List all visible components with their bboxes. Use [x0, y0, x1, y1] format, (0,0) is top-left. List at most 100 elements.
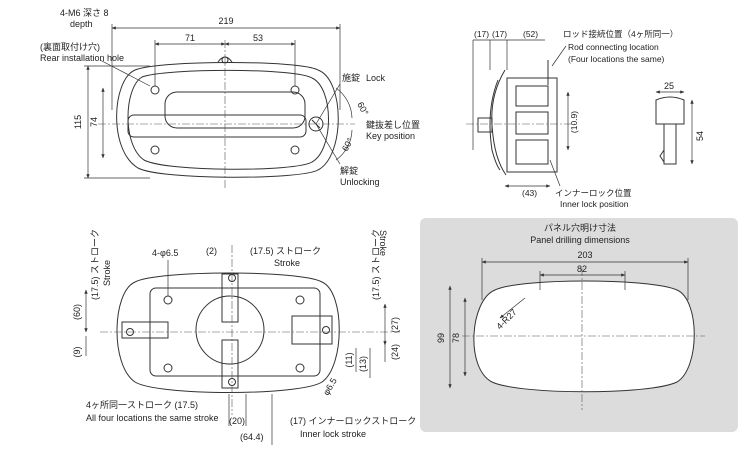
dim-219-label: 219	[218, 16, 233, 26]
leader-line	[551, 45, 567, 67]
unlock-jp: 解錠	[340, 165, 358, 176]
key-blade	[663, 123, 677, 165]
key-view: 25 54	[655, 81, 705, 165]
handle-body-inner	[127, 69, 329, 170]
side-d17a: (17)	[474, 29, 489, 39]
side-handle-face	[491, 69, 507, 176]
handle-grip	[164, 91, 306, 129]
key-height-label: 54	[695, 131, 705, 141]
side-d43: (43)	[522, 188, 537, 198]
rear-mount-hole	[295, 295, 305, 305]
side-mech-block	[515, 139, 549, 165]
mount-hole	[290, 145, 300, 155]
angle-arc-unlock	[335, 129, 353, 161]
inner-lock-en: Inner lock position	[560, 199, 629, 209]
phi65-label: 4-φ6.5	[152, 248, 178, 258]
rear-mount-hole	[163, 363, 173, 373]
dim-115-label: 115	[73, 115, 83, 129]
angle-ray	[315, 123, 341, 165]
four-locations-en: All four locations the same stroke	[86, 413, 219, 423]
side-d17b: (17)	[492, 29, 507, 39]
panel-drilling-view: パネル穴明け寸法 Panel drilling dimensions 203 8…	[420, 218, 738, 432]
rod-jp: ロッド接続位置（4ヶ所同一）	[563, 29, 678, 39]
d13-label: (13)	[358, 356, 368, 372]
rear-rod-top	[221, 273, 239, 323]
stroke-left-jp: (17.5) ストローク	[90, 229, 100, 300]
m6-depth-jp: 4-M6 深さ 8	[60, 8, 109, 18]
d27-label: (27)	[390, 317, 400, 333]
d2-label: (2)	[206, 246, 217, 256]
rear-body-outline	[116, 272, 340, 393]
stroke-top-jp: (17.5) ストローク	[250, 246, 321, 256]
radius-leader	[499, 297, 526, 319]
angle-top-label: 60°	[355, 100, 370, 117]
inner-lock-jp: インナーロック位置	[555, 188, 632, 198]
key-head	[655, 96, 685, 125]
rear-cam	[195, 295, 265, 365]
panel-82-label: 82	[577, 264, 587, 274]
panel-99-label: 99	[436, 333, 446, 343]
angle-bottom-label: 60°	[340, 136, 355, 153]
mount-hole	[290, 85, 300, 95]
key-pos-jp: 鍵抜差し位置	[366, 119, 420, 130]
side-mech-block	[515, 85, 549, 107]
leader-line	[549, 159, 561, 187]
stroke-left-en: Stroke	[102, 260, 112, 286]
rear-inner-lock	[291, 315, 333, 345]
side-handle-edge	[489, 79, 501, 171]
lock-en: Lock	[366, 73, 386, 83]
rear-rod-left	[121, 321, 169, 339]
mount-hole	[150, 85, 160, 95]
angle-arc-lock	[335, 87, 353, 119]
d9-label: (9)	[72, 346, 82, 357]
side-mechanism-body	[506, 77, 558, 173]
side-key-cylinder	[477, 117, 493, 133]
angle-ray	[315, 83, 341, 125]
lock-jp: 施錠	[342, 72, 360, 83]
handle-bar	[127, 114, 307, 138]
rear-rod-hole	[322, 326, 330, 334]
stroke-top-en: Stroke	[274, 258, 300, 268]
m6-depth-en: depth	[70, 19, 93, 29]
dim-71-label: 71	[185, 33, 195, 43]
d64-4-label: (64.4)	[240, 432, 264, 442]
d24-label: (24)	[390, 344, 400, 360]
four-locations-jp: 4ヶ所同一ストローク (17.5)	[86, 400, 198, 410]
leader-line	[99, 59, 151, 87]
rear-hole-jp: (裏面取付け穴)	[40, 41, 100, 52]
d60-label: (60)	[72, 304, 82, 320]
rear-mount-hole	[295, 363, 305, 373]
rear-rod-bottom	[221, 339, 239, 389]
key-width-label: 25	[664, 81, 674, 91]
rod-en-1: Rod connecting location	[568, 42, 659, 52]
rear-view: (17.5) ストローク Stroke 4-φ6.5 (2) (17.5) スト…	[72, 229, 416, 445]
panel-width-label: 203	[577, 250, 592, 260]
stroke-right-en: Stroke	[378, 230, 388, 256]
rod-en-2: (Four locations the same)	[568, 54, 665, 64]
panel-cutout	[473, 280, 695, 393]
side-d52: (52)	[523, 29, 538, 39]
side-d10-9: (10.9)	[569, 111, 579, 133]
side-mech-block	[515, 111, 549, 135]
rear-mount-hole	[163, 295, 173, 305]
key-pos-en: Key position	[366, 131, 415, 141]
key-notch	[659, 149, 665, 163]
inner-stroke-jp: (17) インナーロックストローク	[290, 416, 416, 426]
panel-title-jp: パネル穴明け寸法	[544, 222, 616, 233]
d20-label: (20)	[229, 416, 245, 426]
side-view: (17) (17) (52) ロッド接続位置（4ヶ所同一） Rod connec…	[466, 29, 678, 209]
panel-78-label: 78	[451, 333, 461, 343]
handle-body-outline	[116, 62, 339, 178]
dim-74-label: 74	[89, 117, 99, 127]
stroke-right-jp: (17.5) ストローク	[371, 229, 381, 300]
mount-hole	[150, 145, 160, 155]
d11-label: (11)	[344, 352, 354, 367]
phi65-small-label: φ6.5	[321, 376, 339, 397]
dim-53-label: 53	[253, 33, 263, 43]
rear-hole-en: Rear installation hole	[40, 53, 124, 63]
unlock-en: Unlocking	[340, 177, 380, 187]
front-view: 219 71 53 115 74 4-M6 深さ 8 depth (裏面取付け穴…	[40, 8, 420, 190]
inner-stroke-en: Inner lock stroke	[300, 429, 366, 439]
panel-title-en: Panel drilling dimensions	[530, 235, 630, 245]
